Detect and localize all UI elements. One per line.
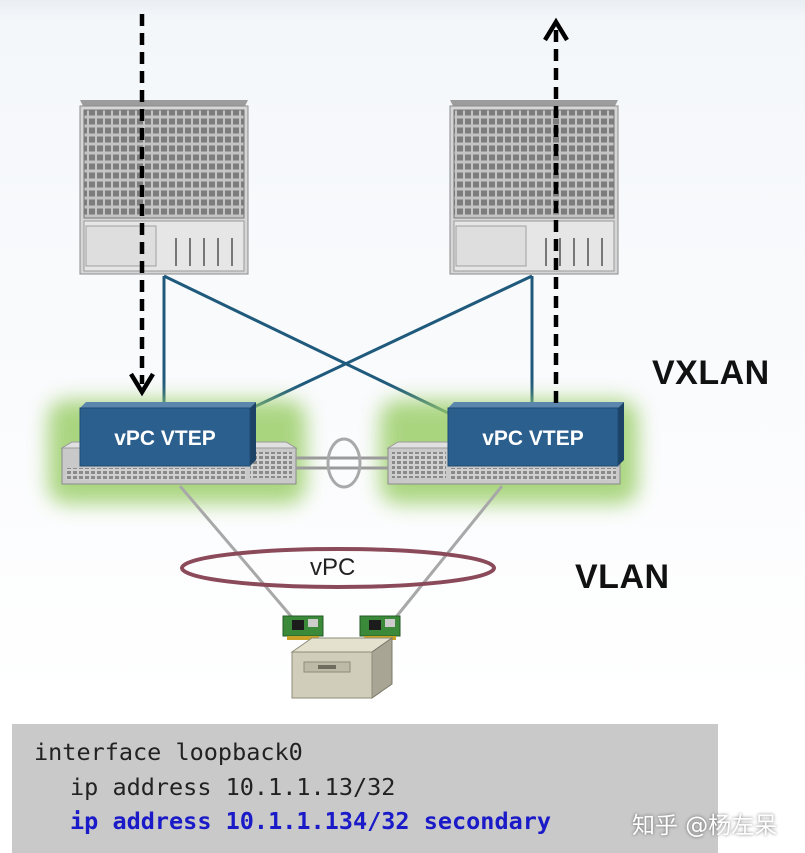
vtep-label-right: vPC VTEP bbox=[482, 427, 584, 450]
code-line-primary-ip: ip address 10.1.1.13/32 bbox=[70, 773, 396, 801]
code-line-interface: interface loopback0 bbox=[34, 738, 303, 766]
traffic-arrow-up bbox=[543, 17, 569, 406]
spine-switch-right bbox=[449, 100, 619, 275]
vpc-label: vPC bbox=[310, 554, 356, 581]
nic-card-left bbox=[282, 615, 324, 640]
config-code-block: interface loopback0 ip address 10.1.1.13… bbox=[12, 724, 718, 853]
server-icon bbox=[290, 637, 394, 699]
code-line-secondary-ip: ip address 10.1.1.134/32 secondary bbox=[70, 807, 552, 835]
vtep-box-left bbox=[79, 402, 256, 467]
vtep-box-right bbox=[447, 402, 624, 467]
vpc-ring bbox=[180, 547, 496, 589]
uplink-lines bbox=[162, 274, 534, 415]
vtep-label-left: vPC VTEP bbox=[114, 427, 216, 450]
spine-switch-left bbox=[79, 100, 249, 275]
vpc-peer-link bbox=[296, 437, 388, 489]
vxlan-label: VXLAN bbox=[652, 354, 770, 392]
traffic-arrow-down bbox=[129, 14, 155, 397]
watermark: 知乎 @杨左呆 bbox=[632, 813, 778, 839]
vlan-label: VLAN bbox=[575, 558, 670, 596]
nic-card-right bbox=[359, 615, 401, 640]
